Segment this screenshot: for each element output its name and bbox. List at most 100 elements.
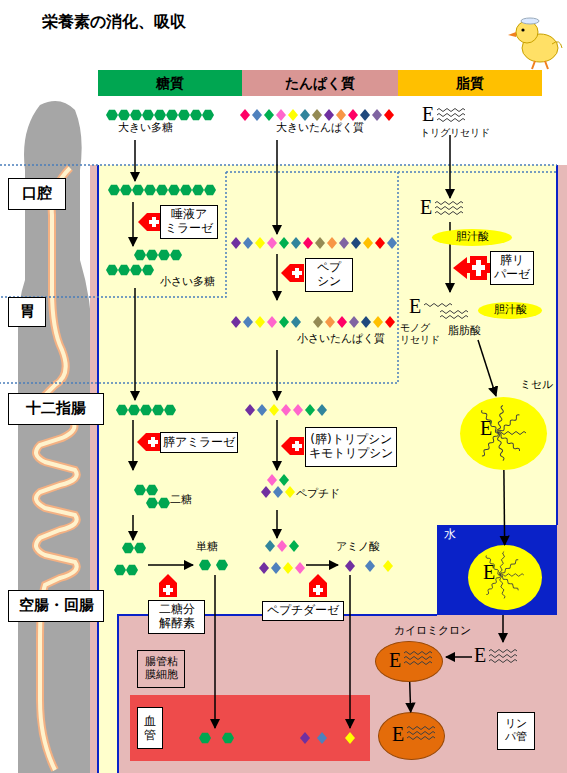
chick-illustration (516, 21, 538, 43)
absorbed-amino-acid (317, 732, 327, 744)
protein-chain (351, 237, 361, 249)
protein-chain (313, 316, 323, 328)
mucosa-cell-label: 腸管粘 膜細胞 (137, 650, 185, 688)
protein-chain (385, 316, 395, 328)
chylomicron-fatty-acids (404, 662, 432, 665)
protein-chain (267, 237, 277, 249)
organ-label: 空腸・回腸 (8, 590, 104, 622)
enzyme-action-arrow (281, 264, 304, 282)
polysaccharide-chain (154, 110, 166, 120)
fatty-acid-chain (435, 202, 463, 205)
region-divider (0, 172, 398, 383)
digestive-tract (36, 168, 77, 770)
flow-arrow (478, 340, 496, 396)
polysaccharide-chain (170, 250, 182, 260)
protein-chain (387, 237, 397, 249)
polysaccharide-chain (126, 565, 138, 575)
polysaccharide-chain (134, 250, 146, 260)
enzyme-action-arrow (137, 433, 160, 451)
chylomicron: カイロミクロンE (375, 641, 443, 682)
node-text: 十二指腸 (26, 400, 86, 417)
node-text: 空腸・回腸 (19, 597, 94, 614)
protein-chain (271, 562, 281, 574)
category-header: 脂質 (398, 70, 542, 96)
chick-illustration (521, 28, 524, 31)
chick-illustration (532, 61, 548, 69)
enzyme-box: 膵アミラーゼ (160, 432, 238, 453)
protein-chain (291, 316, 301, 328)
node-text: E (392, 724, 404, 744)
flow-arrow (502, 612, 504, 642)
water-region: 水E (437, 525, 557, 615)
node-text: 唾液ア ミラーゼ (162, 208, 216, 236)
protein-chain (279, 316, 289, 328)
protein-chain (361, 316, 371, 328)
protein-chain (285, 486, 295, 498)
absorbed-amino-acid (300, 732, 355, 744)
bile-acid-ellipse: 胆汁酸 (432, 229, 512, 246)
polysaccharide-chain (114, 565, 126, 575)
micelle: ミセルE (460, 397, 547, 470)
protein-chain (305, 404, 315, 416)
polysaccharide-chain (146, 498, 158, 508)
polysaccharide-chain (108, 185, 120, 195)
polysaccharide-chain (192, 185, 204, 195)
flow-arrow (134, 140, 136, 181)
protein-chain (325, 316, 335, 328)
protein-chain (267, 474, 277, 486)
protein-chain (264, 109, 274, 121)
digestive-tract (36, 168, 77, 770)
protein-chain (315, 237, 325, 249)
node-text: (膵)トリプシン キモトリプシン (307, 433, 395, 461)
node-text: E (389, 650, 401, 670)
flow-arrow (306, 564, 338, 566)
polysaccharide-chain (146, 485, 158, 495)
chylomicron: E (378, 712, 445, 760)
protein-chain (279, 474, 289, 486)
protein-chain (295, 562, 305, 574)
chylomicron-fatty-acids (407, 727, 435, 730)
molecule-label: 二糖 (170, 494, 192, 507)
node-text: たんぱく質 (285, 75, 355, 91)
enzyme-action-arrow (472, 265, 485, 270)
node-text: ミセル (520, 379, 553, 392)
chick-illustration (508, 18, 562, 69)
micelle-fatty-acids (499, 559, 519, 576)
protein-chain (337, 316, 347, 328)
flow-arrow (276, 254, 278, 300)
fatty-acid-chain (437, 119, 465, 122)
molecule-label: 大きい多糖 (118, 122, 173, 135)
enzyme-box: ペプチダーゼ (262, 601, 344, 621)
polysaccharide-chain (166, 110, 178, 120)
polysaccharide-chain (204, 185, 216, 195)
fatty-acid-chain (440, 311, 468, 314)
enzyme-action-arrow (309, 574, 327, 597)
micelle-fatty-acids (481, 409, 500, 434)
protein-chain (383, 560, 393, 572)
molecule-label: モノグ リセリド (400, 322, 446, 345)
protein-chain (267, 316, 277, 328)
polysaccharide-chain (140, 405, 152, 415)
node-text: 胆汁酸 (456, 231, 489, 244)
chylomicron-fatty-acids (407, 732, 435, 735)
micelle: E (468, 545, 542, 610)
protein-chain (375, 237, 385, 249)
frame (90, 165, 567, 773)
protein-chain (363, 237, 373, 249)
protein-chain (345, 560, 355, 572)
fatty-acid-chain (437, 109, 465, 112)
protein-chain (245, 404, 255, 416)
protein-chain (231, 316, 241, 328)
flow-arrow (276, 510, 278, 538)
blood-vessel: 血 管 (130, 695, 370, 761)
node-text: 胃 (20, 303, 35, 320)
flow-arrow (132, 515, 134, 540)
micelle-fatty-acids (499, 574, 519, 591)
enzyme-action-arrow (470, 256, 487, 280)
chick-illustration (552, 42, 562, 48)
organ-label: 口腔 (8, 178, 66, 210)
fatty-acid-chain (489, 655, 517, 658)
micelle-fatty-acids (485, 555, 501, 576)
